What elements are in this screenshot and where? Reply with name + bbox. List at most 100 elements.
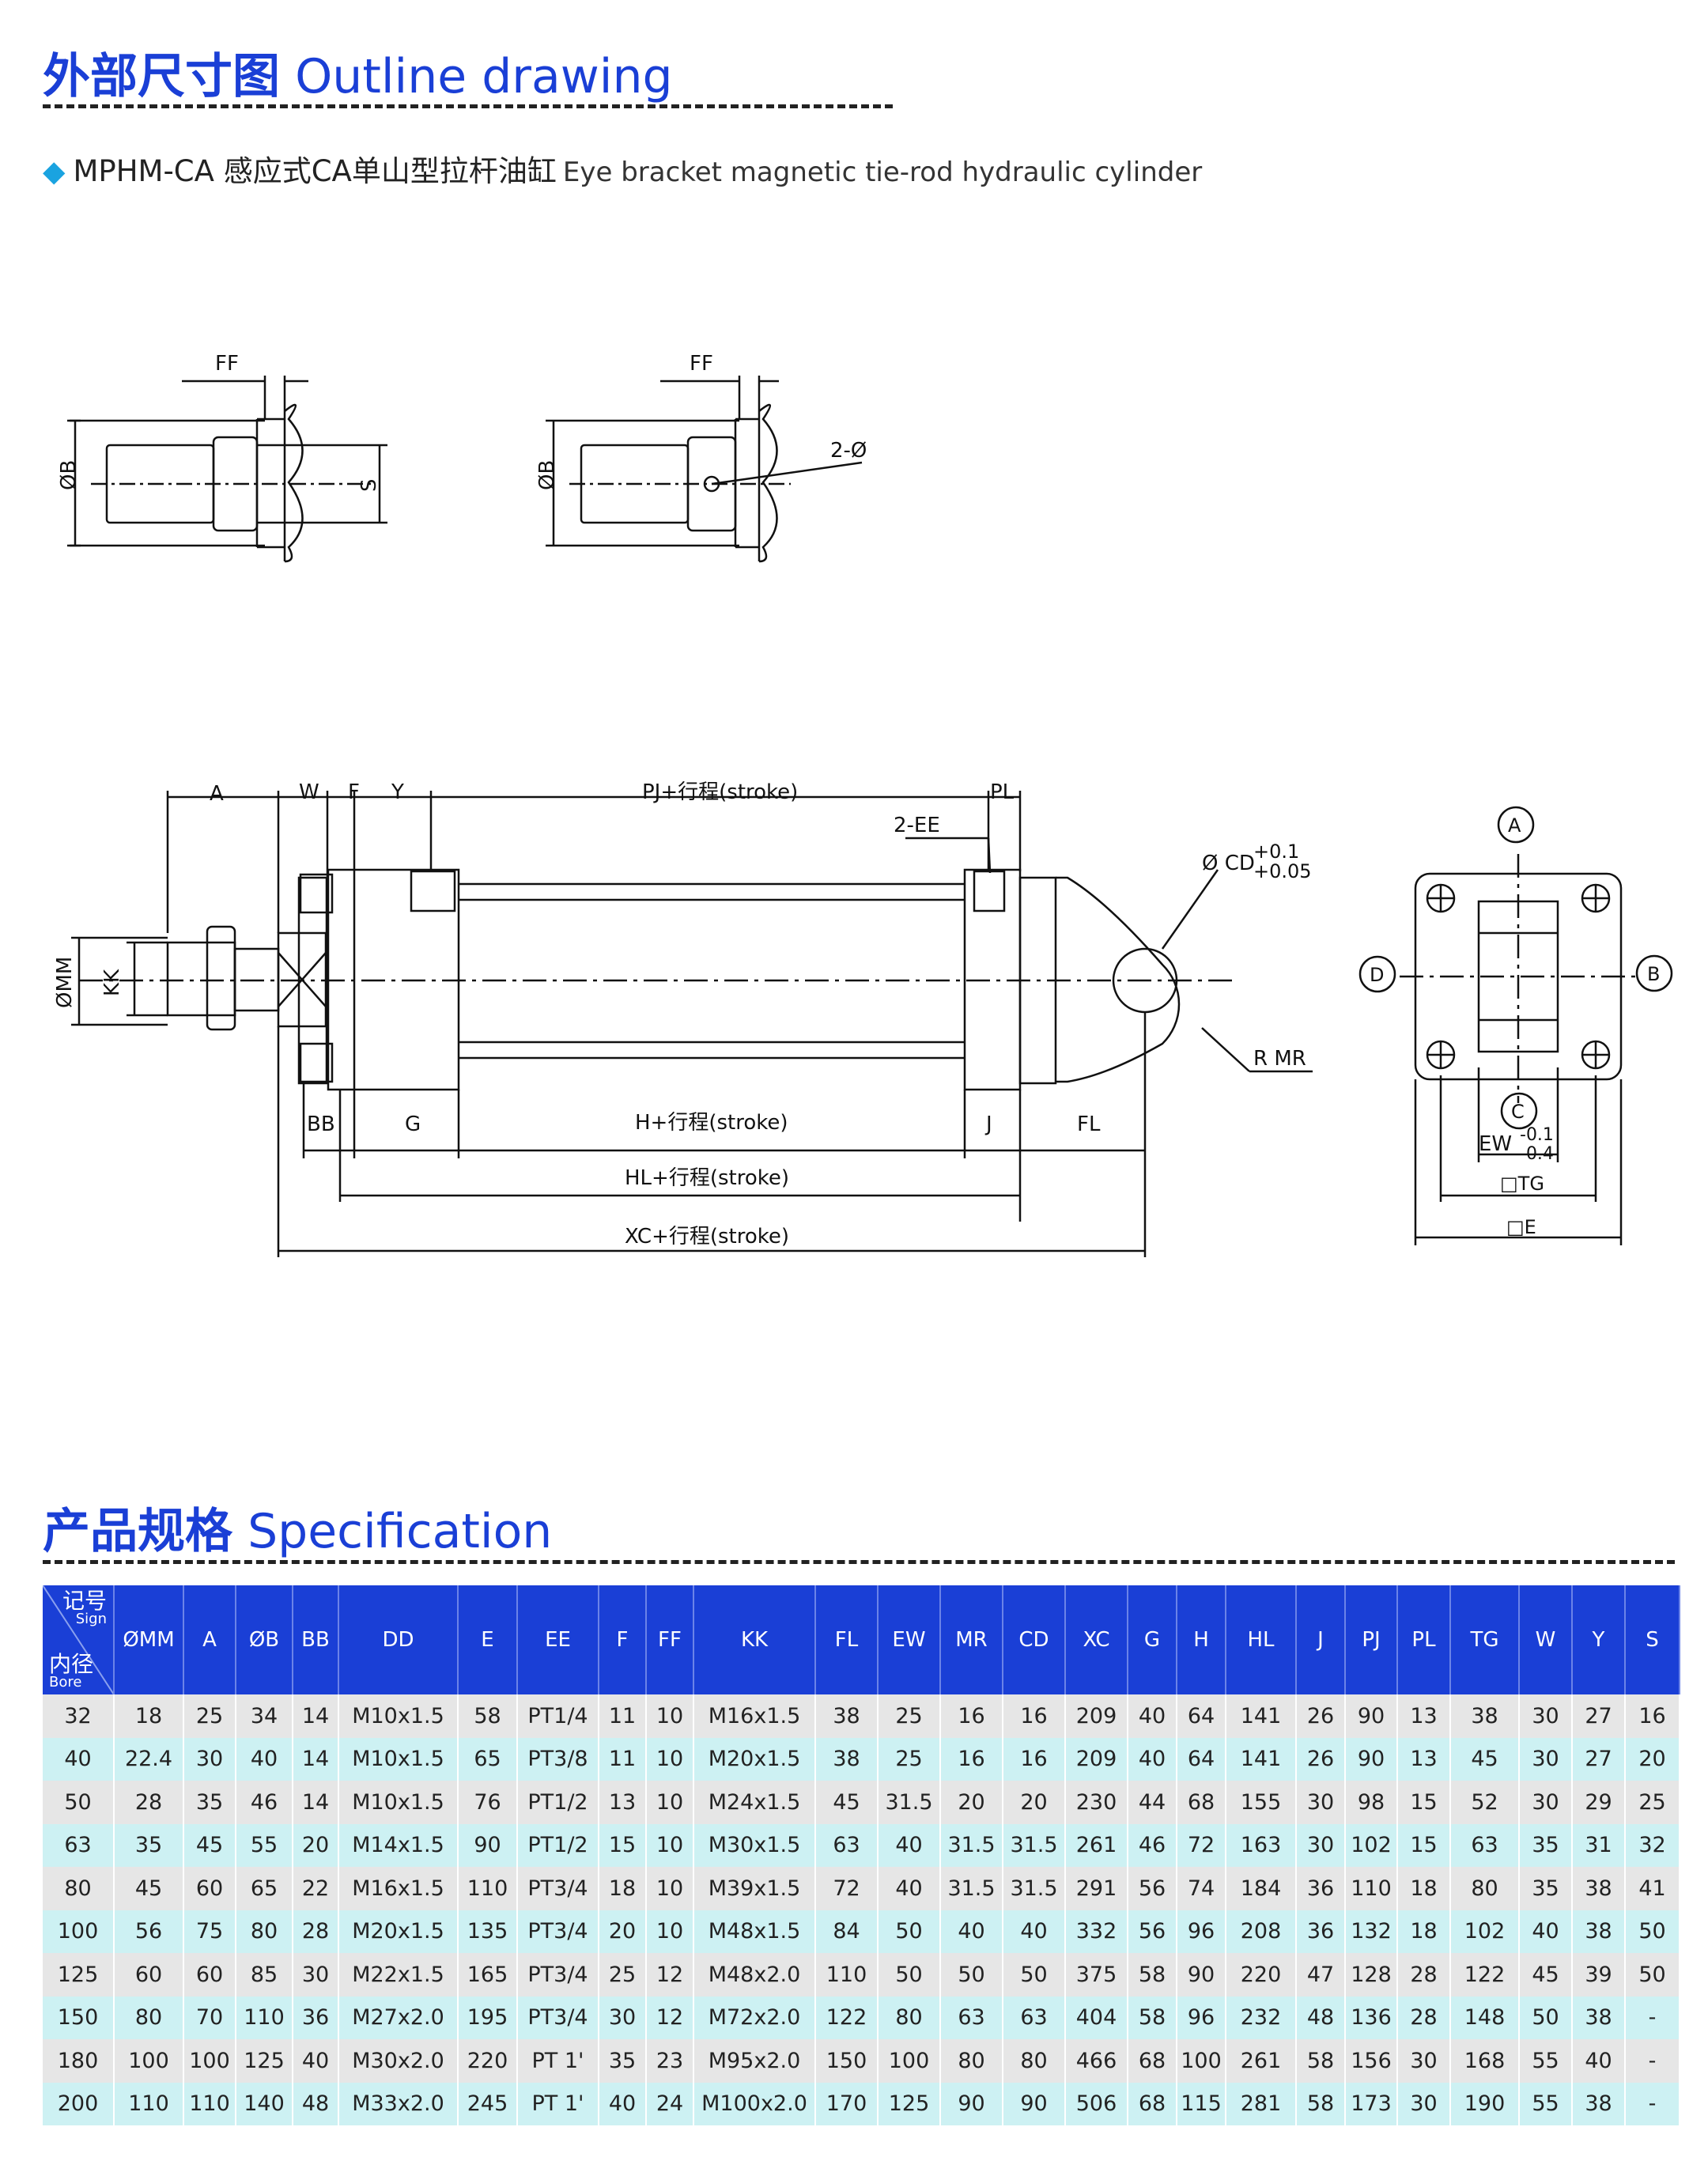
table-cell: 32 bbox=[1625, 1823, 1680, 1867]
column-header: DD bbox=[338, 1585, 459, 1694]
cylinder-end-view bbox=[1358, 806, 1673, 1245]
table-cell: 58 bbox=[458, 1694, 518, 1738]
label-circle-c: C bbox=[1511, 1101, 1525, 1123]
table-cell: 11 bbox=[599, 1694, 647, 1738]
table-cell: 18 bbox=[1397, 1910, 1451, 1953]
table-cell: M39x1.5 bbox=[693, 1867, 816, 1910]
table-cell: 26 bbox=[1296, 1737, 1346, 1781]
table-cell: 80 bbox=[114, 1996, 184, 2039]
label-g: G bbox=[405, 1113, 421, 1136]
table-cell: 110 bbox=[236, 1996, 293, 2039]
table-cell: 60 bbox=[183, 1867, 236, 1910]
table-cell: 332 bbox=[1065, 1910, 1128, 1953]
label-kk: KK bbox=[100, 969, 124, 996]
table-cell: 75 bbox=[183, 1910, 236, 1953]
table-cell: 16 bbox=[1625, 1694, 1680, 1738]
table-cell: 63 bbox=[1003, 1996, 1066, 2039]
table-cell: 30 bbox=[1397, 2082, 1451, 2125]
table-cell: 60 bbox=[114, 1953, 184, 1997]
table-cell: 40 bbox=[293, 2039, 339, 2083]
label-2-ee: 2-EE bbox=[894, 814, 940, 837]
table-cell: 10 bbox=[646, 1737, 694, 1781]
table-cell: 230 bbox=[1065, 1781, 1128, 1824]
table-cell: 209 bbox=[1065, 1737, 1128, 1781]
table-cell: 16 bbox=[1003, 1737, 1066, 1781]
table-cell: 125 bbox=[236, 2039, 293, 2083]
table-cell: 30 bbox=[1519, 1694, 1573, 1738]
table-cell: 38 bbox=[815, 1694, 879, 1738]
table-cell: PT3/4 bbox=[517, 1867, 599, 1910]
table-cell: 84 bbox=[815, 1910, 879, 1953]
label-h: H+行程(stroke) bbox=[635, 1111, 788, 1135]
table-cell: 291 bbox=[1065, 1867, 1128, 1910]
table-cell: 72 bbox=[1177, 1823, 1226, 1867]
outline-drawing-title: 外部尺寸图 Outline drawing bbox=[43, 38, 673, 107]
table-cell: 85 bbox=[236, 1953, 293, 1997]
table-cell: 28 bbox=[114, 1781, 184, 1824]
column-header: FF bbox=[646, 1585, 694, 1694]
table-cell: 80 bbox=[1003, 2039, 1066, 2083]
table-cell: 404 bbox=[1065, 1996, 1128, 2039]
table-cell: 122 bbox=[815, 1996, 879, 2039]
table-cell: 220 bbox=[1226, 1953, 1297, 1997]
table-cell: 56 bbox=[114, 1910, 184, 1953]
table-cell: 14 bbox=[293, 1737, 339, 1781]
table-cell: 60 bbox=[183, 1953, 236, 1997]
table-cell: 15 bbox=[1397, 1781, 1451, 1824]
rod-end-detail-1 bbox=[67, 376, 387, 563]
table-cell: 40 bbox=[1128, 1694, 1177, 1738]
table-cell: 25 bbox=[1625, 1781, 1680, 1824]
table-cell: 13 bbox=[1397, 1737, 1451, 1781]
table-cell: - bbox=[1625, 1996, 1680, 2039]
table-cell: 68 bbox=[1128, 2039, 1177, 2083]
table-cell: 40 bbox=[878, 1867, 941, 1910]
table-cell: PT 1' bbox=[517, 2082, 599, 2125]
table-cell: 74 bbox=[1177, 1867, 1226, 1910]
table-cell: 31.5 bbox=[878, 1781, 941, 1824]
column-header: PJ bbox=[1345, 1585, 1398, 1694]
table-cell: 12 bbox=[646, 1996, 694, 2039]
label-b-2: ØB bbox=[535, 460, 559, 490]
table-cell: 168 bbox=[1450, 2039, 1520, 2083]
table-cell: 45 bbox=[183, 1823, 236, 1867]
table-cell: 65 bbox=[236, 1867, 293, 1910]
table-cell: 50 bbox=[1519, 1996, 1573, 2039]
outline-title-divider bbox=[43, 104, 893, 108]
table-cell: 16 bbox=[940, 1694, 1003, 1738]
table-cell: 40 bbox=[1128, 1737, 1177, 1781]
column-header: F bbox=[599, 1585, 647, 1694]
table-cell: 45 bbox=[1450, 1737, 1520, 1781]
column-header: CD bbox=[1003, 1585, 1066, 1694]
table-cell: 16 bbox=[940, 1737, 1003, 1781]
table-cell: 135 bbox=[458, 1910, 518, 1953]
table-cell: 125 bbox=[878, 2082, 941, 2125]
bore-cell: 100 bbox=[43, 1910, 115, 1953]
table-cell: 50 bbox=[878, 1910, 941, 1953]
table-cell: 26 bbox=[1296, 1694, 1346, 1738]
rod-end-detail-2 bbox=[546, 376, 863, 563]
label-circle-b: B bbox=[1647, 963, 1660, 985]
table-cell: 132 bbox=[1345, 1910, 1398, 1953]
table-cell: 31.5 bbox=[1003, 1867, 1066, 1910]
table-cell: 220 bbox=[458, 2039, 518, 2083]
column-header: EE bbox=[517, 1585, 599, 1694]
table-cell: 27 bbox=[1572, 1694, 1626, 1738]
table-cell: 90 bbox=[1345, 1694, 1398, 1738]
table-cell: 25 bbox=[183, 1694, 236, 1738]
table-cell: M10x1.5 bbox=[338, 1781, 459, 1824]
table-cell: 45 bbox=[1519, 1953, 1573, 1997]
table-cell: 195 bbox=[458, 1996, 518, 2039]
table-cell: 38 bbox=[1450, 1694, 1520, 1738]
table-cell: 35 bbox=[114, 1823, 184, 1867]
table-cell: 18 bbox=[114, 1694, 184, 1738]
table-cell: 63 bbox=[815, 1823, 879, 1867]
table-cell: 38 bbox=[1572, 1996, 1626, 2039]
table-cell: 90 bbox=[1177, 1953, 1226, 1997]
table-cell: 24 bbox=[646, 2082, 694, 2125]
table-cell: M30x1.5 bbox=[693, 1823, 816, 1867]
table-cell: 148 bbox=[1450, 1996, 1520, 2039]
table-cell: M22x1.5 bbox=[338, 1953, 459, 1997]
